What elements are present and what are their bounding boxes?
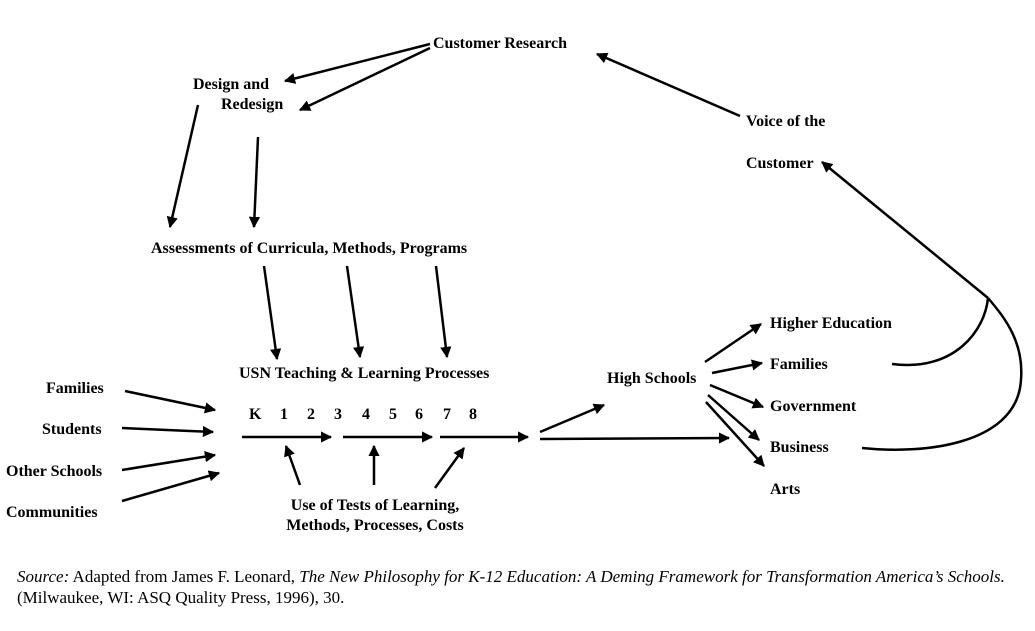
output-arts: Arts	[770, 481, 801, 498]
arrow-assessments-to-usn-2	[345, 265, 365, 359]
arrow-feedback-to-voice	[821, 161, 989, 299]
tests-label: Use of Tests of Learning, Methods, Proce…	[255, 496, 495, 536]
usn-processes-label: USN Teaching & Learning Processes	[239, 365, 490, 382]
input-other-schools: Other Schools	[6, 463, 103, 480]
design-redesign-line-1: Design and	[193, 76, 270, 93]
arrow-input-other-schools	[121, 451, 217, 472]
output-government: Government	[770, 398, 857, 415]
input-communities: Communities	[6, 504, 98, 521]
high-schools-label: High Schools	[607, 370, 697, 387]
grade-8: 8	[469, 406, 477, 423]
design-redesign-label: Design and Redesign	[186, 75, 296, 115]
assessments-label: Assessments of Curricula, Methods, Progr…	[151, 240, 468, 257]
arrow-hs-government	[709, 383, 765, 409]
arrow-assessments-to-usn-1	[262, 265, 282, 361]
grade-6: 6	[415, 406, 423, 423]
voice-of-customer-line-1: Voice of the	[746, 113, 826, 130]
arrow-hs-arts	[705, 401, 765, 467]
design-redesign-line-2: Redesign	[221, 96, 284, 113]
output-higher-education: Higher Education	[770, 315, 892, 332]
grade-3: 3	[334, 406, 342, 423]
arrow-input-communities	[121, 470, 221, 503]
arrow-design-to-assessments-1	[166, 104, 200, 229]
arrow-voice-to-research	[595, 52, 741, 118]
feedback-curve-families	[891, 297, 990, 367]
arrow-to-high-schools	[539, 403, 606, 434]
voice-of-customer-line-2: Customer	[746, 155, 814, 172]
arrow-input-families	[124, 389, 217, 414]
input-students: Students	[42, 421, 102, 438]
tests-line-1: Use of Tests of Learning,	[290, 497, 460, 514]
arrow-hs-higher-education	[704, 322, 762, 364]
grade-1: 1	[280, 406, 288, 423]
grade-7: 7	[443, 406, 451, 423]
feedback-curve-business	[861, 297, 1023, 451]
grade-2: 2	[307, 406, 315, 423]
source-title: The New Philosophy for K-12 Education: A…	[299, 567, 1005, 586]
grade-k: K	[249, 406, 262, 423]
arrow-research-to-design-2	[298, 46, 431, 112]
source-caption: Source: Adapted from James F. Leonard, T…	[17, 566, 1017, 608]
grade-4: 4	[362, 406, 370, 423]
arrow-design-to-assessments-2	[248, 136, 261, 229]
arrow-tests-1	[284, 444, 302, 486]
arrow-hs-business	[707, 394, 760, 441]
arrow-hs-families	[711, 359, 764, 375]
source-text-1: Adapted from James F. Leonard,	[69, 567, 300, 586]
output-families: Families	[770, 356, 828, 373]
arrow-research-to-design-1	[283, 42, 431, 84]
arrow-tests-3	[433, 447, 466, 489]
arrow-input-students	[121, 425, 215, 438]
source-prefix: Source:	[17, 567, 70, 586]
grade-5: 5	[389, 406, 397, 423]
tests-line-2: Methods, Processes, Costs	[286, 517, 464, 534]
arrow-to-business	[539, 432, 731, 444]
input-families: Families	[46, 380, 104, 397]
arrow-assessments-to-usn-3	[434, 265, 452, 359]
customer-research-label: Customer Research	[433, 35, 568, 52]
source-text-2: (Milwaukee, WI: ASQ Quality Press, 1996)…	[17, 588, 345, 607]
output-business: Business	[770, 439, 829, 456]
